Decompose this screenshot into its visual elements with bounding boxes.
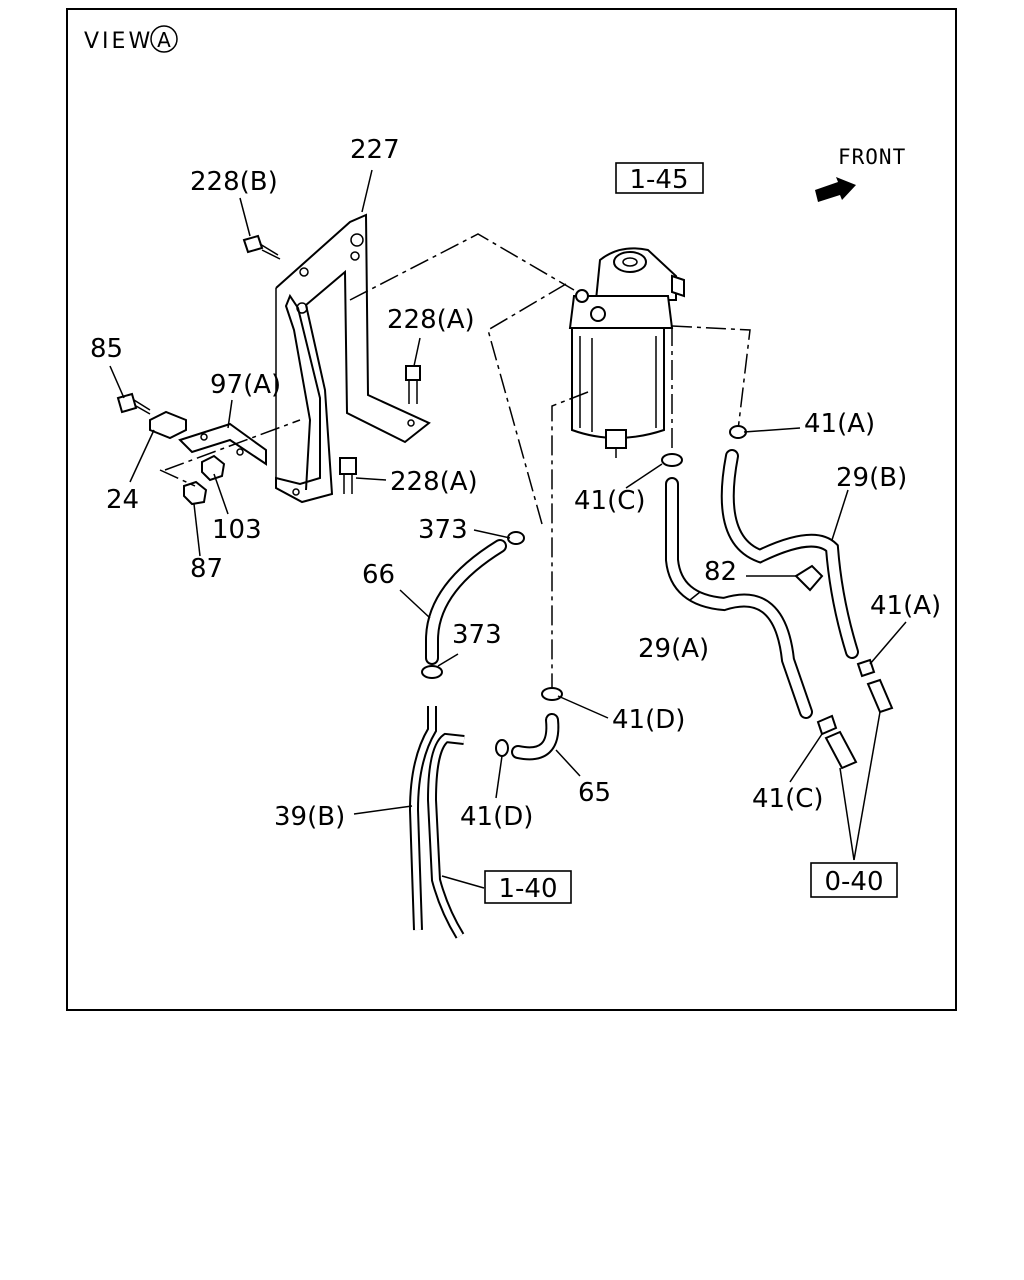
ref-1-40: 1-40: [498, 874, 557, 904]
front-arrow-icon: [815, 177, 856, 202]
callout-41c-top: 41(C): [574, 486, 646, 516]
bolt-228b-icon: [242, 234, 281, 260]
callout-227: 227: [350, 135, 400, 165]
view-circle-letter: A: [157, 28, 171, 52]
callout-373-mid: 373: [452, 620, 502, 650]
ref-0-40: 0-40: [824, 867, 883, 897]
clip-82-icon: [794, 564, 824, 592]
bolt-228a-top-icon: [405, 365, 421, 404]
leader-lines: [109, 169, 907, 889]
clamp-41c-bottom-icon: [816, 714, 838, 736]
clamp-41a-top-icon: [729, 425, 747, 439]
bolt-228a-bottom-icon: [339, 457, 357, 494]
view-circle-icon: [150, 25, 178, 53]
callout-65: 65: [578, 778, 611, 808]
pipe-1-40: [426, 732, 465, 939]
clamp-41d-bottom-icon: [495, 739, 509, 757]
callout-228a-top: 228(A): [387, 305, 475, 335]
nut-87-icon: [183, 480, 208, 506]
clamp-41c-top-icon: [661, 453, 683, 467]
callout-87: 87: [190, 554, 223, 584]
hose-29b: [720, 449, 859, 659]
fuel-filter-assembly: [568, 247, 685, 458]
callout-228a-bottom: 228(A): [390, 467, 478, 497]
clamp-373-top-icon: [507, 531, 525, 545]
ref-1-45: 1-45: [629, 165, 688, 195]
callout-228b: 228(B): [190, 167, 278, 197]
diagram-frame: [66, 8, 957, 1011]
callout-29a: 29(A): [638, 634, 709, 664]
callout-29b: 29(B): [836, 463, 907, 493]
callout-82: 82: [704, 557, 737, 587]
callout-41a-top: 41(A): [804, 409, 875, 439]
bracket-227: [275, 213, 431, 504]
callout-24: 24: [106, 485, 139, 515]
connector-pipe-upper-icon: [866, 678, 894, 714]
callout-373-top: 373: [418, 515, 468, 545]
bolt-85-icon: [116, 392, 151, 415]
callout-85: 85: [90, 334, 123, 364]
view-label: VIEW: [84, 29, 153, 54]
hose-66: [425, 539, 507, 665]
nut-103-icon: [201, 454, 226, 482]
bracket-97a: [178, 422, 267, 466]
clamp-373-mid-icon: [421, 665, 443, 679]
ref-box-1-45: [615, 162, 704, 194]
connector-pipe-lower-icon: [824, 730, 858, 770]
callout-41c-bottom: 41(C): [752, 784, 824, 814]
hose-29a: [665, 477, 813, 719]
clip-24-icon: [149, 410, 187, 440]
callout-97a: 97(A): [210, 370, 281, 400]
callout-39b: 39(B): [274, 802, 345, 832]
hose-65: [511, 713, 560, 761]
callout-103: 103: [212, 515, 262, 545]
clamp-41d-right-icon: [541, 687, 563, 701]
callout-66: 66: [362, 560, 395, 590]
ref-box-1-40: [484, 870, 572, 904]
callout-41d-right: 41(D): [612, 705, 685, 735]
ref-box-0-40: [810, 862, 898, 898]
callout-41a-right: 41(A): [870, 591, 941, 621]
front-label: FRONT: [838, 145, 906, 169]
pipe-39b: [408, 706, 437, 931]
callout-41d-bottom: 41(D): [460, 802, 533, 832]
